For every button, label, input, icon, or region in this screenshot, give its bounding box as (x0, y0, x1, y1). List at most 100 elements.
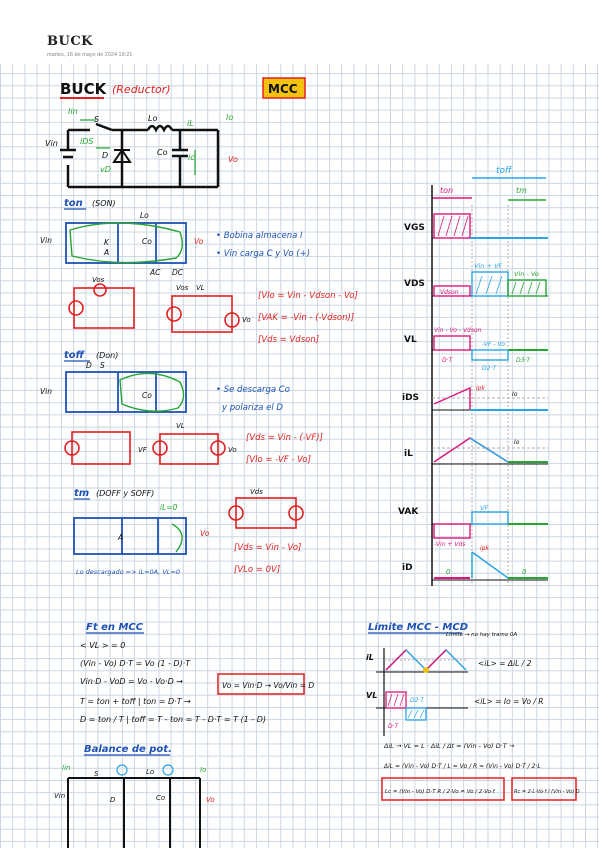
tm-current-arc (171, 523, 183, 553)
svg-text:D·T: D·T (442, 357, 454, 364)
svg-text:[Vds = Vdson]: [Vds = Vdson] (258, 335, 319, 345)
toff-sub: (Don) (96, 351, 118, 360)
svg-text:0: 0 (522, 568, 527, 576)
svg-text:Co: Co (157, 148, 168, 157)
page-title: BUCK (47, 34, 93, 49)
svg-text:iD: iD (402, 563, 413, 573)
svg-text:Vin - Vo - Vdson: Vin - Vo - Vdson (434, 327, 482, 334)
title-reductor: (Reductor) (112, 83, 171, 96)
svg-text:Vdson: Vdson (440, 289, 459, 296)
balance-node-1 (116, 764, 128, 776)
svg-text:ipk: ipk (476, 385, 485, 392)
svg-text:Io: Io (514, 439, 520, 446)
balance-title: Balance de pot. (84, 744, 172, 755)
tm-title: tm (74, 488, 89, 499)
svg-text:Vo: Vo (228, 155, 238, 164)
toff-labels: D S Co Vin (40, 361, 152, 400)
toff-sub-labels: VF VL Vo (138, 422, 237, 454)
ton-sub-labels: Vos Vos VL Vo (92, 276, 251, 324)
svg-text:Vin: Vin (54, 792, 65, 800)
svg-text:Vin: Vin (40, 387, 52, 396)
page-date: martes, 16 de mayo de 2024 19:21 (47, 52, 133, 58)
limite-rc-box (511, 777, 577, 801)
svg-text:Co: Co (156, 794, 165, 802)
svg-text:toff: toff (496, 166, 513, 176)
limite-note: Límite → no hay tramo 0A (446, 631, 517, 638)
balance-circuit (67, 777, 201, 848)
svg-text:VDS: VDS (404, 279, 425, 289)
svg-text:A: A (117, 533, 123, 542)
svg-text:Lo: Lo (146, 768, 154, 776)
ton-sub: (SON) (92, 199, 116, 208)
svg-text:Iin: Iin (62, 764, 70, 772)
svg-text:Vo: Vo (228, 446, 237, 454)
svg-text:iL=0: iL=0 (160, 503, 178, 512)
svg-text:VL: VL (366, 691, 377, 700)
svg-text:VF: VF (138, 446, 148, 454)
ton-sub-circuits (68, 283, 240, 333)
svg-text:Vos: Vos (176, 284, 189, 292)
svg-text:Vo: Vo (206, 796, 215, 804)
svg-text:Io: Io (226, 113, 233, 122)
svg-text:Vo: Vo (242, 316, 251, 324)
svg-text:D: D (102, 151, 108, 160)
svg-text:(Vin - Vo) D·T = Vo (1 - D)·: (Vin - Vo) D·T = Vo (1 - D)·T (80, 659, 191, 668)
tm-note: Lo descargado => iL=0A, VL=0 (76, 568, 180, 576)
svg-text:VL: VL (196, 284, 205, 292)
svg-text:Iin: Iin (68, 107, 78, 116)
svg-text:Vo: Vo (200, 529, 210, 538)
limite-eq4: ΔiL = (Vin - Vo) D·T / L = Vo / R ≈ (Vin… (383, 763, 541, 770)
limite-eq3: ΔiL → VL = L · ΔiL / Δt = (Vin - Vo) D·T… (383, 742, 515, 750)
svg-text:[VAK = -Vin - (-Vdson)]: [VAK = -Vin - (-Vdson)] (258, 313, 354, 323)
svg-text:DC: DC (172, 268, 184, 277)
svg-text:D·T: D·T (388, 723, 400, 730)
svg-text:[Vds = Vin - (-VF)]: [Vds = Vin - (-VF)] (246, 433, 323, 443)
tm-circuit (73, 517, 187, 555)
svg-text:[Vds = Vin - Vo]: [Vds = Vin - Vo] (234, 543, 301, 553)
svg-text:T = ton + toff | ton = D·T: T = ton + toff | ton = D·T → (80, 697, 191, 706)
ft-result-box (217, 673, 305, 695)
svg-text:VF: VF (480, 504, 488, 512)
svg-text:VL: VL (176, 422, 185, 430)
toff-title: toff (64, 350, 86, 361)
ft-lines: < VL > = 0 (Vin - Vo) D·T = Vo (1 - D)·T… (80, 641, 266, 724)
svg-text:ton: ton (440, 186, 453, 195)
svg-text:K: K (104, 238, 110, 247)
toff-current-loop (119, 372, 185, 412)
ton-title: ton (64, 198, 83, 209)
svg-text:[VLo = 0V]: [VLo = 0V] (234, 565, 280, 575)
diode-symbol (112, 148, 132, 163)
svg-text:D3·T: D3·T (516, 357, 531, 364)
tm-ds-label: Vds (250, 488, 263, 496)
svg-text:VGS: VGS (404, 223, 425, 233)
toff-note-1: • Se descarga Co (216, 385, 290, 395)
buck-circuit (60, 122, 220, 189)
svg-text:VL: VL (404, 335, 417, 345)
balance-labels: Iin S Lo Io D Co Vin Vo (54, 764, 215, 804)
ton-current-loop (69, 222, 183, 264)
ton-labels: Vin K A Co Lo Vo AC DC (40, 211, 204, 277)
svg-text:Vin: Vin (40, 236, 52, 245)
svg-text:[Vlo = Vin - Vdson - Vo]: [Vlo = Vin - Vdson - Vo] (258, 291, 358, 301)
svg-text:Vin - Vo: Vin - Vo (514, 270, 539, 278)
tm-sub: (DOFF y SOFF) (96, 489, 154, 498)
toff-equations: [Vds = Vin - (-VF)] [Vlo = -VF - Vo] (246, 433, 323, 465)
svg-text:Vin·D - VoD = Vo - Vo·D →: Vin·D - VoD = Vo - Vo·D → (80, 677, 183, 686)
svg-text:Vos: Vos (92, 276, 105, 284)
limite-title: Límite MCC - MCD (368, 621, 468, 633)
tm-labels: iL=0 A Vo (117, 503, 210, 542)
svg-text:Co: Co (142, 237, 152, 246)
ton-equations: [Vlo = Vin - Vdson - Vo] [VAK = -Vin - (… (258, 291, 358, 345)
svg-text:-Vin + Vds: -Vin + Vds (434, 541, 465, 548)
tm-equations: [Vds = Vin - Vo] [VLo = 0V] (234, 543, 301, 575)
ft-title: Ft en MCC (86, 622, 144, 633)
svg-text:iL: iL (187, 119, 194, 128)
title-buck: BUCK (60, 80, 108, 98)
svg-text:0: 0 (446, 568, 451, 576)
svg-text:tm: tm (516, 186, 527, 195)
limite-eq2: <iL> = Io = Vo / R (474, 697, 544, 706)
ft-result: Vo = Vin·D → Vo/Vin = D (222, 681, 314, 690)
svg-text:VAK: VAK (398, 507, 419, 517)
svg-text:D: D (110, 796, 116, 804)
